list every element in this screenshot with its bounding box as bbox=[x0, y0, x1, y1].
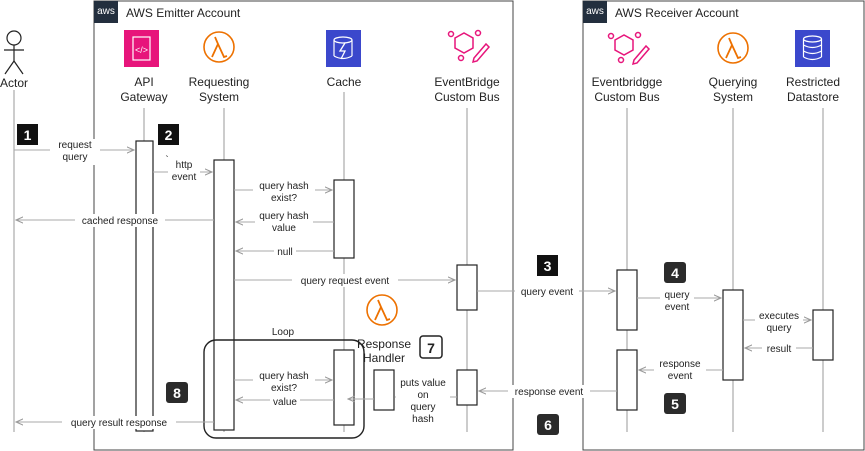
label-cached-response: cached response bbox=[82, 216, 159, 227]
activation-cache-1 bbox=[333, 179, 355, 259]
activation-datastore bbox=[812, 309, 834, 361]
eventbridge-emitter-label-1: EventBridge bbox=[434, 75, 500, 89]
lambda-icon bbox=[203, 31, 235, 63]
eventbridge-icon bbox=[607, 31, 651, 66]
label-query-hash-exist-1: query hash bbox=[259, 181, 308, 192]
step-badge-7: 7 bbox=[427, 340, 435, 356]
label-query-event-2: event bbox=[665, 302, 690, 313]
api-gateway-icon: </> bbox=[124, 30, 159, 67]
activation-eventbridge-emitter-2 bbox=[456, 369, 478, 406]
activation-requesting-system bbox=[213, 159, 235, 431]
label-http-event-1: http bbox=[176, 160, 193, 171]
label-response-event: response event bbox=[515, 387, 584, 398]
emitter-account: aws AWS Emitter Account bbox=[93, 0, 514, 451]
label-query-hash-exist-2: exist? bbox=[271, 193, 298, 204]
response-handler-label-1: Response bbox=[357, 337, 411, 351]
label-response-event-local-2: event bbox=[668, 371, 693, 382]
label-query-hash-value-1: query hash bbox=[259, 211, 308, 222]
requesting-system-label-2: System bbox=[199, 90, 239, 104]
step-badge-6: 6 bbox=[544, 417, 552, 433]
label-puts-value-3: query bbox=[410, 402, 435, 413]
label-loop-query-hash-exist-1: query hash bbox=[259, 371, 308, 382]
step-badge-8: 8 bbox=[173, 385, 181, 401]
message-labels: request query ` http event query hash ex… bbox=[50, 139, 803, 429]
aws-logo-text: aws bbox=[97, 6, 115, 17]
loop-frame bbox=[203, 339, 365, 439]
eventbridge-receiver-label-2: Custom Bus bbox=[594, 90, 659, 104]
label-query-request-event: query request event bbox=[301, 276, 390, 287]
activation-eventbridge-receiver-1 bbox=[616, 269, 638, 331]
label-result: result bbox=[767, 344, 792, 355]
label-query-event-1: query bbox=[664, 290, 689, 301]
activation-eventbridge-receiver-2 bbox=[616, 349, 638, 411]
response-handler-label-2: Handler bbox=[363, 351, 405, 365]
label-query-hash-value-2: value bbox=[272, 223, 296, 234]
restricted-datastore-label-2: Datastore bbox=[787, 90, 839, 104]
label-executes-query-1: executes bbox=[759, 311, 799, 322]
activation-eventbridge-emitter-1 bbox=[456, 264, 478, 311]
label-request-query-1: request bbox=[58, 140, 92, 151]
label-http-event-tick: ` bbox=[165, 154, 168, 166]
lambda-icon bbox=[366, 294, 398, 326]
restricted-datastore-label-1: Restricted bbox=[786, 75, 840, 89]
activation-querying-system bbox=[722, 289, 744, 381]
api-gateway-label-2: Gateway bbox=[120, 90, 167, 104]
emitter-account-title: AWS Emitter Account bbox=[126, 6, 241, 20]
cache-label: Cache bbox=[327, 75, 362, 89]
step-badge-4: 4 bbox=[671, 265, 679, 281]
actor-icon bbox=[4, 30, 24, 75]
eventbridge-receiver-label-1: Eventbridgge bbox=[592, 75, 663, 89]
label-null: null bbox=[277, 247, 293, 258]
database-icon bbox=[795, 30, 830, 67]
label-query-result-response: query result response bbox=[71, 418, 168, 429]
label-loop-value: value bbox=[273, 397, 297, 408]
receiver-account: aws AWS Receiver Account bbox=[582, 0, 865, 451]
aws-logo bbox=[583, 1, 607, 23]
receiver-account-title: AWS Receiver Account bbox=[615, 6, 739, 20]
querying-system-label-1: Querying bbox=[709, 75, 758, 89]
label-request-query-2: query bbox=[62, 152, 87, 163]
activation-bars bbox=[135, 140, 834, 432]
activation-response-handler bbox=[373, 369, 395, 411]
label-response-event-local-1: response bbox=[659, 359, 701, 370]
step-badge-1: 1 bbox=[24, 127, 32, 143]
activation-api-gateway bbox=[135, 140, 154, 432]
step-badge-3: 3 bbox=[544, 258, 552, 274]
lambda-icon bbox=[717, 32, 749, 64]
step-badges: 1 2 3 4 5 6 7 8 bbox=[17, 124, 686, 435]
elasticache-icon bbox=[326, 30, 361, 67]
aws-logo-text: aws bbox=[586, 6, 604, 17]
step-badge-2: 2 bbox=[165, 127, 173, 143]
label-http-event-2: event bbox=[172, 172, 197, 183]
loop-label: Loop bbox=[272, 327, 295, 338]
label-puts-value-4: hash bbox=[412, 414, 434, 425]
svg-text:</>: </> bbox=[135, 45, 148, 55]
label-loop-query-hash-exist-2: exist? bbox=[271, 383, 298, 394]
requesting-system-label-1: Requesting bbox=[189, 75, 250, 89]
label-puts-value-1: puts value bbox=[400, 378, 446, 389]
querying-system-label-2: System bbox=[713, 90, 753, 104]
aws-logo bbox=[94, 1, 118, 23]
label-query-event-cross: query event bbox=[521, 287, 573, 298]
eventbridge-icon bbox=[447, 29, 491, 64]
label-executes-query-2: query bbox=[766, 323, 791, 334]
eventbridge-emitter-label-2: Custom Bus bbox=[434, 90, 499, 104]
step-badge-5: 5 bbox=[671, 396, 679, 412]
api-gateway-label-1: API bbox=[134, 75, 153, 89]
actor-label: Actor bbox=[0, 76, 28, 90]
activation-cache-2 bbox=[333, 349, 355, 426]
label-puts-value-2: on bbox=[417, 390, 428, 401]
